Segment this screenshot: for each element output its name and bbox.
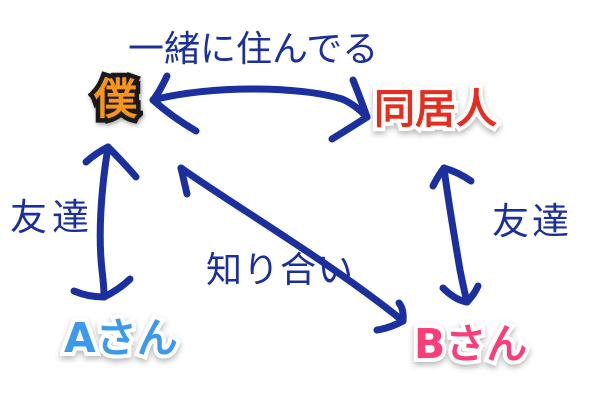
- node-me: 僕 僕: [90, 74, 142, 126]
- node-b-san: Bさん Bさん: [410, 320, 531, 369]
- node-housemate-label: 同居人: [374, 85, 497, 133]
- arrow-me-asan: [70, 143, 140, 301]
- edge-label-friends-right: 友達: [492, 200, 572, 243]
- node-a-san-outline: Aさん: [60, 314, 182, 363]
- node-me-outline: 僕: [90, 74, 142, 126]
- node-housemate-outline: 同居人: [370, 85, 501, 134]
- edge-label-live-together: 一緒に住んでる: [128, 29, 379, 70]
- node-b-san-outline: Bさん: [410, 320, 531, 369]
- node-housemate: 同居人 同居人: [370, 85, 501, 134]
- edge-label-friends-left: 友達: [10, 196, 94, 239]
- edge-label-acquaintance: 知り合い: [206, 250, 355, 291]
- node-a-san-label: Aさん: [64, 314, 178, 362]
- arrow-housemate-bsan: [429, 164, 482, 306]
- node-a-san: Aさん Aさん: [60, 314, 182, 363]
- arrow-me-bsan: [177, 164, 407, 334]
- arrow-me-housemate: [149, 72, 371, 143]
- node-me-label: 僕: [94, 75, 137, 125]
- node-b-san-label: Bさん: [414, 320, 528, 368]
